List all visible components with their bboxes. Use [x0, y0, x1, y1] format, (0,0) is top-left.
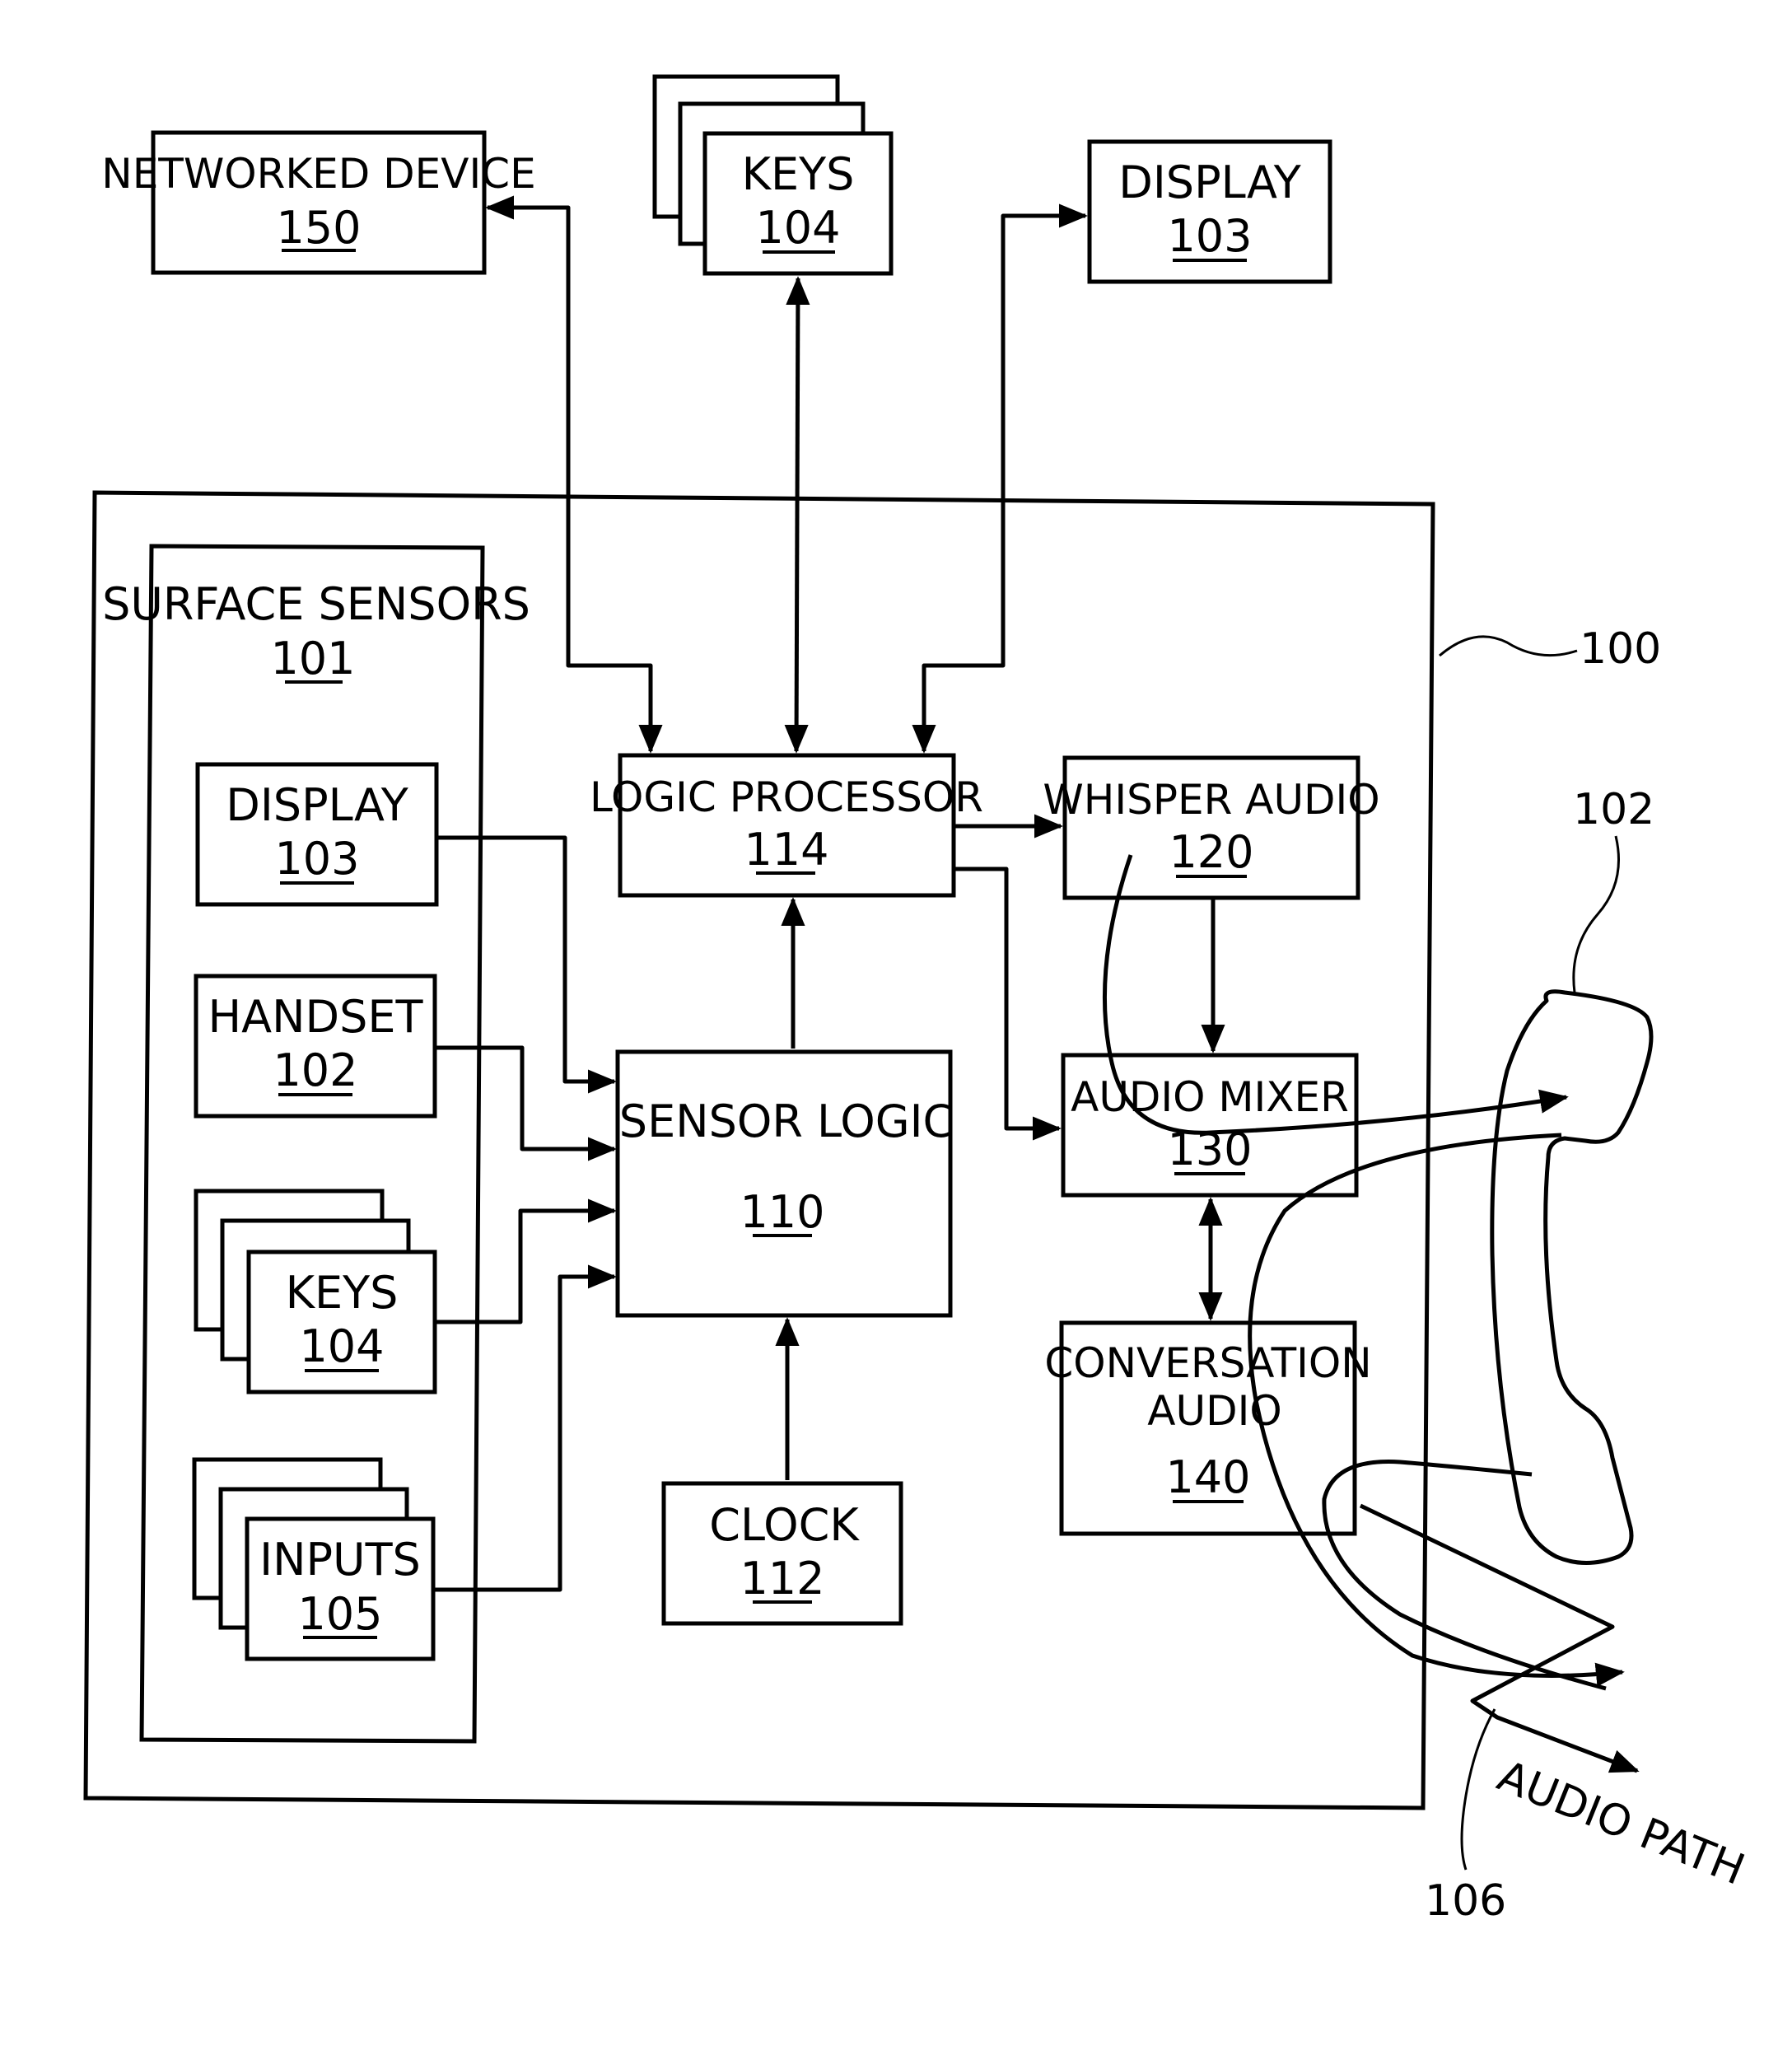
display-top-number: 103	[1167, 210, 1252, 262]
connector-display-sensor	[436, 838, 614, 1081]
connector-networked-device	[488, 208, 651, 751]
display-top-block: DISPLAY 103	[1090, 142, 1330, 282]
handset-sensor-label: HANDSET	[208, 991, 424, 1043]
handset-sensor-number: 102	[273, 1044, 357, 1096]
connector-keys-top	[796, 278, 798, 751]
logic-processor-number: 114	[744, 824, 828, 876]
connector-processor-mixer	[954, 869, 1059, 1128]
surface-sensors-number: 101	[270, 633, 355, 684]
networked-device-number: 150	[276, 202, 361, 254]
keys-top-stack: KEYS 104	[655, 77, 891, 273]
clock-number: 112	[740, 1553, 824, 1605]
networked-device-label: NETWORKED DEVICE	[101, 150, 535, 198]
inputs-sensor-stack: INPUTS 105	[194, 1460, 433, 1659]
ref-106-label: 106	[1425, 1876, 1506, 1926]
handset-sensor-block: HANDSET 102	[196, 976, 435, 1116]
whisper-audio-number: 120	[1169, 826, 1253, 878]
sensor-logic-label: SENSOR LOGIC	[619, 1095, 954, 1147]
sensor-logic-block: SENSOR LOGIC 110	[618, 1052, 954, 1315]
conversation-audio-number: 140	[1165, 1451, 1250, 1503]
ref-102: 102	[1573, 785, 1654, 993]
surface-sensors-label: SURFACE SENSORS	[102, 578, 530, 630]
display-sensor-block: DISPLAY 103	[198, 764, 436, 904]
connector-display-top	[924, 216, 1085, 751]
inputs-sensor-label: INPUTS	[259, 1534, 421, 1586]
clock-label: CLOCK	[709, 1499, 860, 1551]
whisper-audio-block: WHISPER AUDIO 120	[1043, 758, 1379, 898]
inputs-sensor-number: 105	[297, 1588, 382, 1640]
display-top-label: DISPLAY	[1118, 156, 1301, 208]
keys-sensor-number: 104	[299, 1320, 384, 1372]
ref-106: 106	[1425, 1709, 1506, 1926]
ref-100: 100	[1440, 624, 1661, 674]
conversation-audio-label-line1: CONVERSATION	[1044, 1339, 1371, 1387]
keys-sensor-stack: KEYS 104	[196, 1191, 435, 1392]
ref-102-label: 102	[1573, 785, 1654, 834]
clock-block: CLOCK 112	[664, 1483, 901, 1623]
display-sensor-number: 103	[274, 833, 359, 885]
handset-icon	[1492, 992, 1651, 1563]
logic-processor-block: LOGIC PROCESSOR 114	[590, 755, 983, 895]
logic-processor-label: LOGIC PROCESSOR	[590, 773, 983, 821]
keys-top-number: 104	[755, 202, 840, 254]
connector-keys-sensor	[435, 1211, 614, 1322]
audio-mixer-label: AUDIO MIXER	[1071, 1073, 1349, 1121]
keys-top-label: KEYS	[742, 148, 855, 200]
audio-path-label: AUDIO PATH	[1491, 1751, 1751, 1894]
display-sensor-label: DISPLAY	[226, 779, 408, 831]
ref-100-label: 100	[1580, 624, 1661, 674]
sensor-logic-number: 110	[740, 1186, 824, 1238]
networked-device-block: NETWORKED DEVICE 150	[101, 133, 535, 273]
whisper-audio-label: WHISPER AUDIO	[1043, 776, 1379, 824]
keys-sensor-label: KEYS	[286, 1267, 399, 1319]
connector-handset-sensor	[435, 1048, 614, 1149]
